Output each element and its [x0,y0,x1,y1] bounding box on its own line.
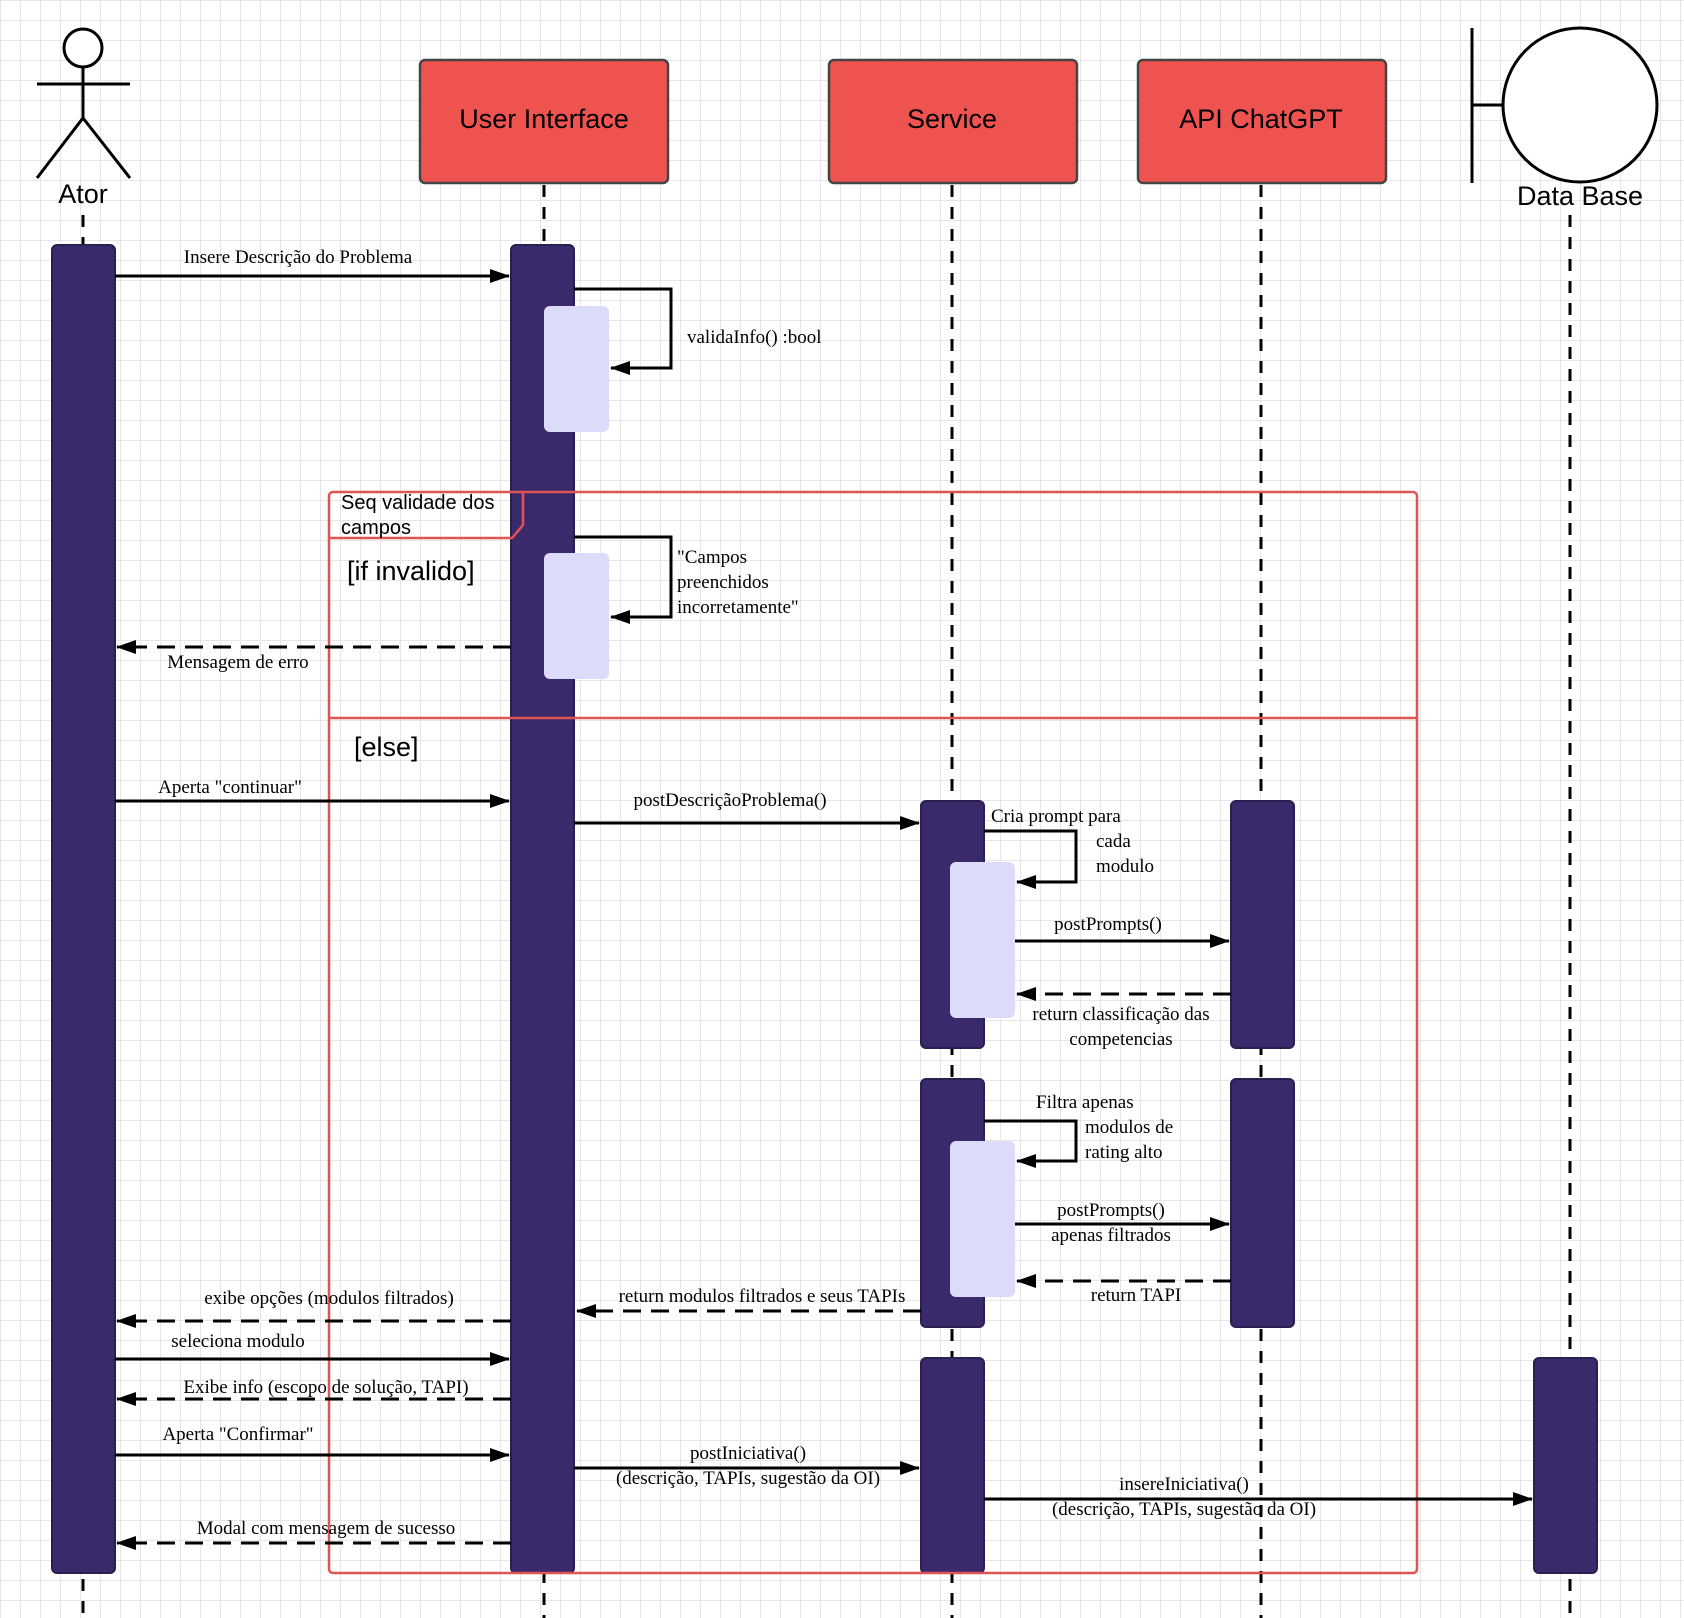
msg-insere-iniciativa-label-1: insereIniciativa() [1119,1474,1249,1495]
ui-activation [510,244,575,1574]
msg-insere-descricao-label: Insere Descrição do Problema [184,247,413,268]
api-participant-label: API ChatGPT [1179,104,1343,134]
msg-post-prompts-filtrados-label-1: postPrompts() [1057,1200,1165,1221]
msg-campos-incorretos-label-2: preenchidos [677,572,769,593]
msg-return-tapi-label: return TAPI [1091,1285,1181,1306]
guard-else: [else] [354,732,419,762]
msg-cria-prompt-arrow [984,829,1078,889]
msg-return-classificacao-label-2: competencias [1069,1029,1172,1050]
msg-cria-prompt-label-2: cada [1096,831,1131,852]
actor-figure [35,27,132,179]
msg-filtra-modulos-label-2: modulos de [1085,1117,1173,1138]
ui-participant-label: User Interface [459,104,629,134]
alt-fragment-frame [327,490,1419,1575]
db-activation [1533,1357,1598,1574]
msg-post-prompts-filtrados-label-2: apenas filtrados [1051,1225,1171,1246]
msg-aperta-confirmar-label: Aperta "Confirmar" [162,1424,313,1445]
msg-return-modulos-filtrados-label: return modulos filtrados e seus TAPIs [619,1286,906,1307]
msg-cria-prompt-label-3: modulo [1096,856,1154,877]
msg-exibe-info-label: Exibe info (escopo de solução, TAPI) [183,1377,468,1398]
msg-filtra-modulos-arrow [984,1119,1078,1168]
msg-validainfo-label: validaInfo() :bool [687,327,822,348]
msg-post-descricao-label: postDescriçãoProblema() [633,790,826,811]
api-activation-2 [1230,1078,1295,1328]
api-activation-1 [1230,800,1295,1049]
fragment-name-line2: campos [341,517,411,539]
ui-nested-activation-1 [544,306,609,432]
service-nested-activation-2 [950,1141,1015,1297]
guard-if-invalido: [if invalido] [347,556,475,586]
msg-mensagem-erro-label: Mensagem de erro [167,652,308,673]
msg-seleciona-modulo-label: seleciona modulo [171,1331,305,1352]
actor-activation [51,244,116,1574]
service-nested-activation-1 [950,862,1015,1018]
msg-insere-iniciativa-label-2: (descrição, TAPIs, sugestão da OI) [1052,1499,1316,1520]
msg-campos-incorretos-label-3: incorretamente" [677,597,799,618]
ui-nested-activation-2 [544,553,609,679]
fragment-name-line1: Seq validade dos [341,492,494,514]
msg-post-prompts-label: postPrompts() [1054,914,1162,935]
msg-campos-incorretos-label-1: "Campos [677,547,747,568]
msg-validainfo-arrow [574,287,673,375]
msg-exibe-opcoes-label: exibe opções (modulos filtrados) [204,1288,454,1309]
msg-post-iniciativa-label-1: postIniciativa() [690,1443,806,1464]
db-participant-label: Data Base [1517,181,1643,211]
msg-cria-prompt-label-1: Cria prompt para [991,806,1121,827]
alt-fragment-tab [329,492,525,540]
msg-filtra-modulos-label-1: Filtra apenas [1036,1092,1134,1113]
msg-aperta-continuar-label: Aperta "continuar" [158,777,302,798]
msg-modal-sucesso-label: Modal com mensagem de sucesso [197,1518,456,1539]
actor-label: Ator [58,179,108,209]
msg-return-classificacao-label-1: return classificação das [1032,1004,1209,1025]
database-boundary-icon [1470,26,1659,184]
msg-post-iniciativa-label-2: (descrição, TAPIs, sugestão da OI) [616,1468,880,1489]
msg-filtra-modulos-label-3: rating alto [1085,1142,1163,1163]
api-participant-box [1136,58,1388,185]
service-participant-label: Service [907,104,997,134]
msg-campos-incorretos-arrow [574,535,673,624]
service-activation-3 [920,1357,985,1574]
ui-participant-box [418,58,670,185]
service-participant-box [827,58,1079,185]
